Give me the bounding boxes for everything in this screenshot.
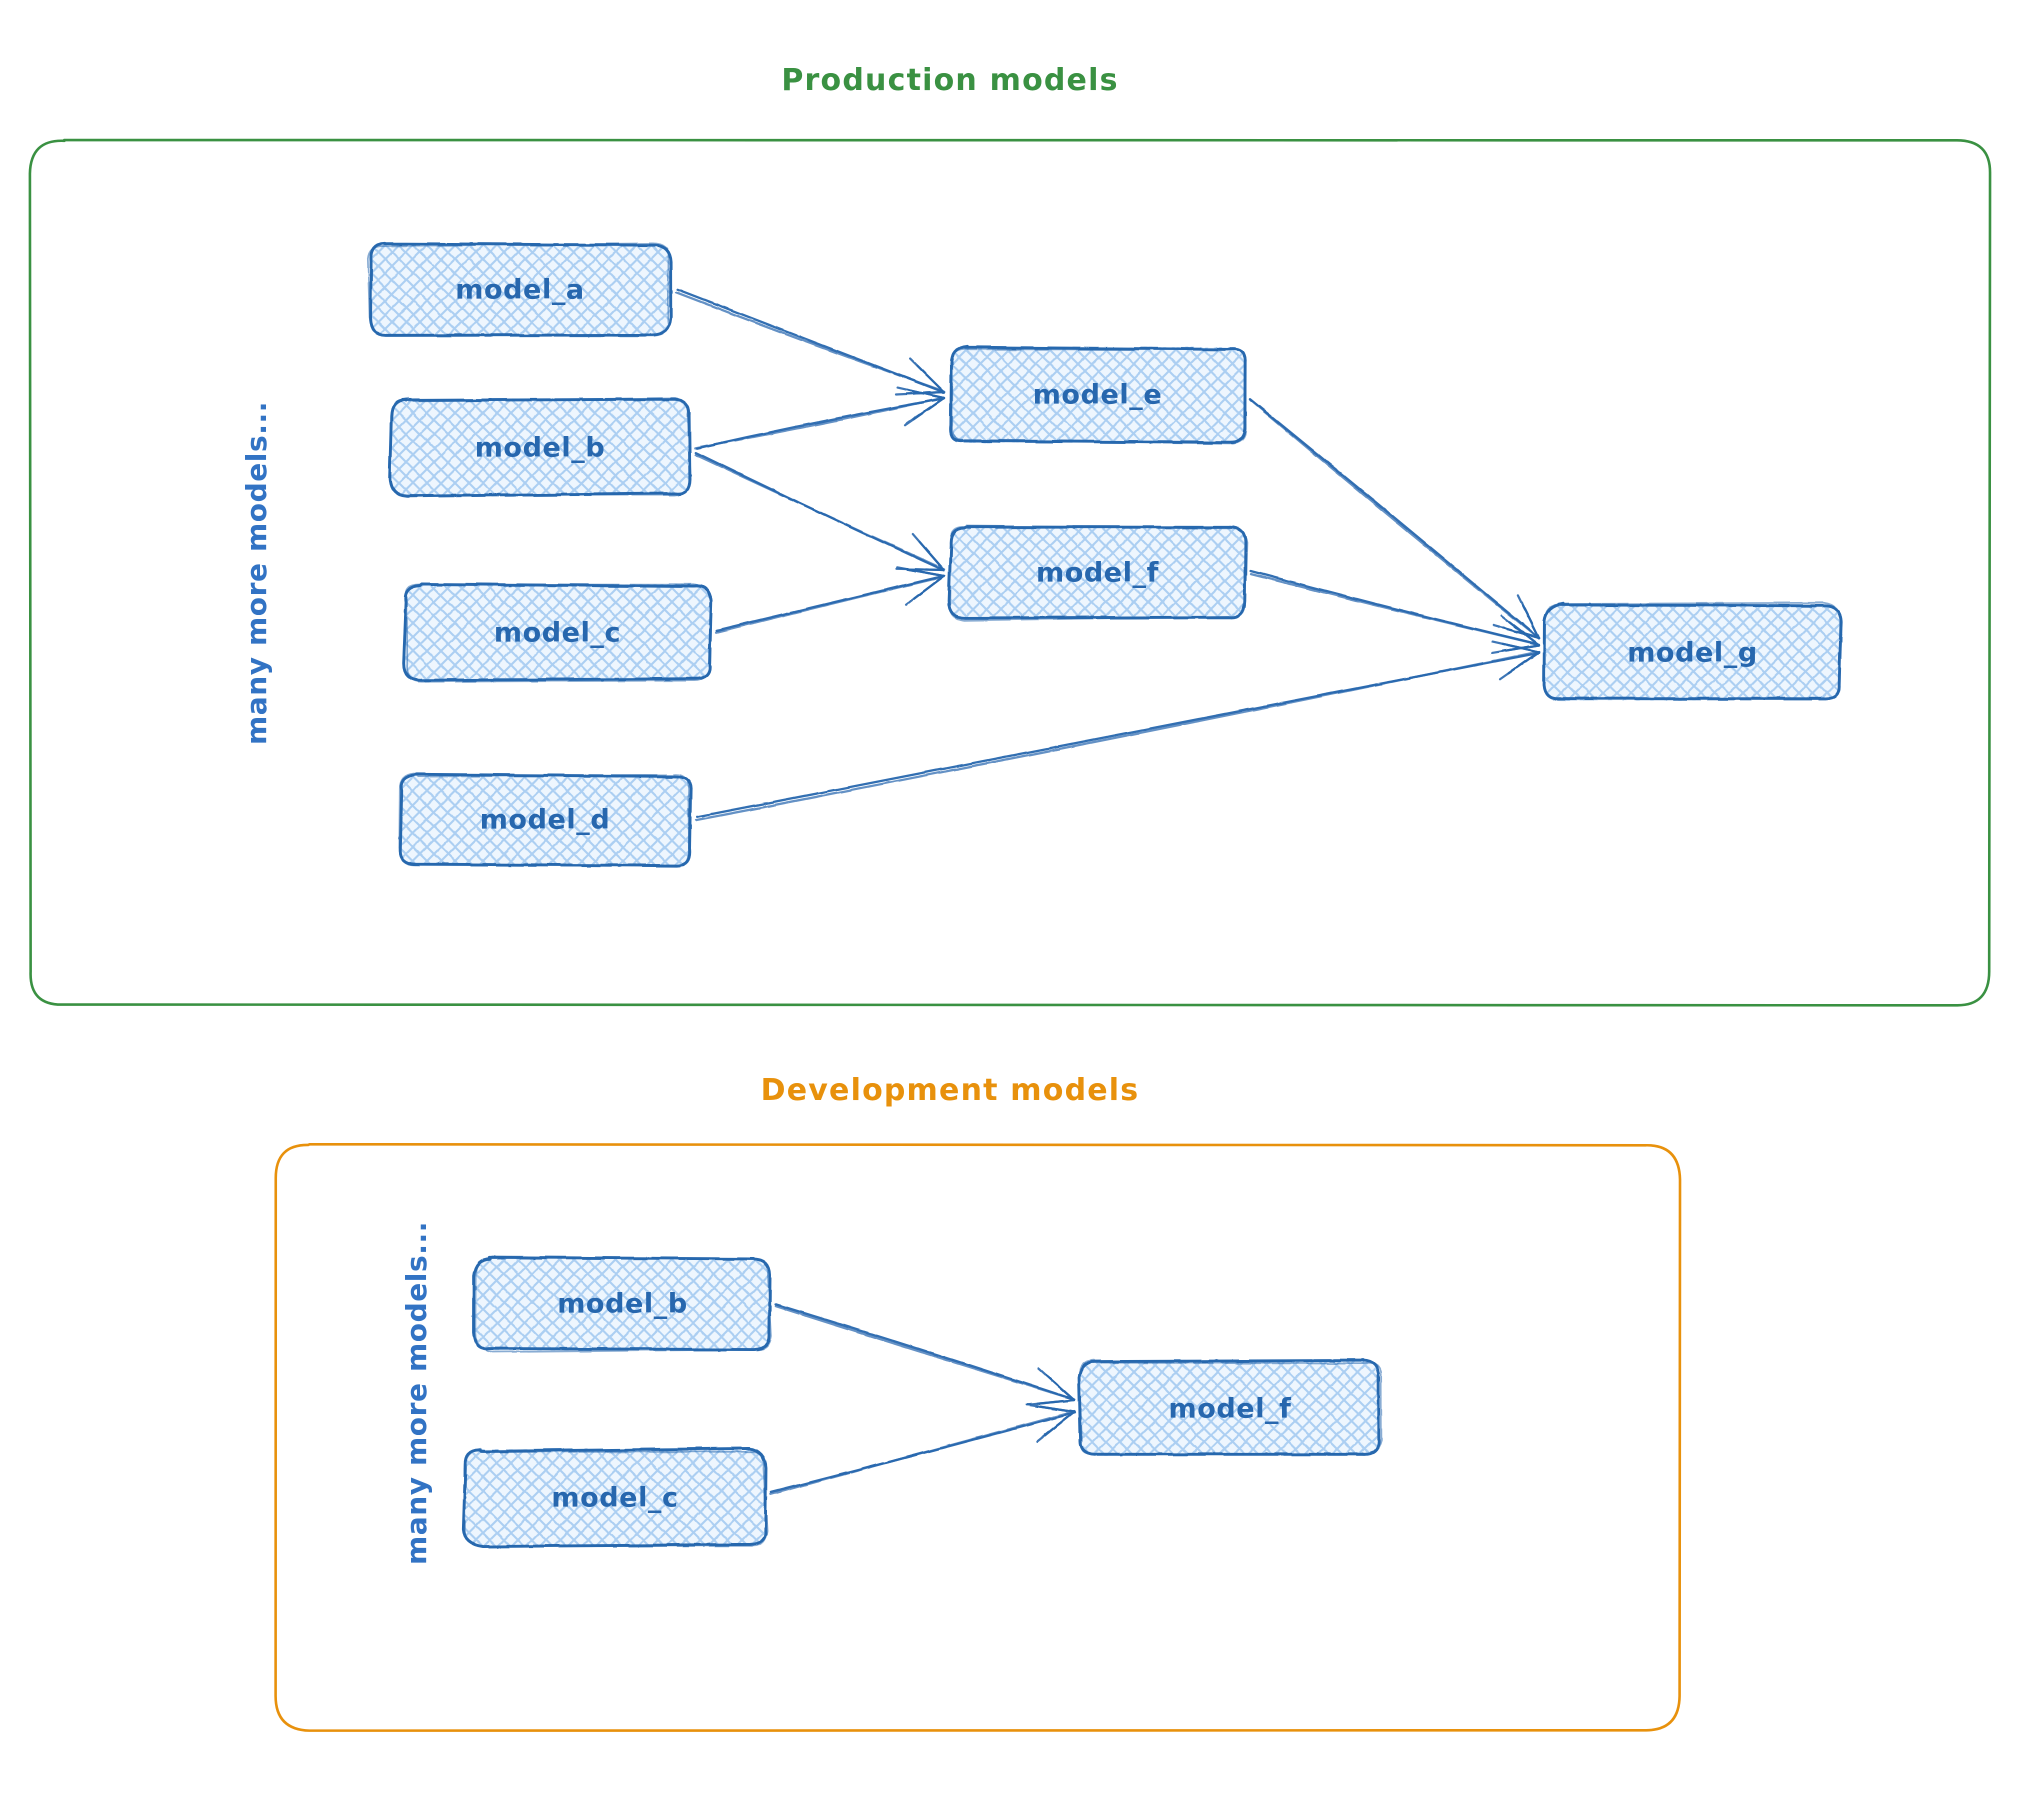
edge-prod_b-to-prod_f [694, 451, 946, 572]
node-prod_a[interactable] [366, 241, 673, 337]
node-prod_g[interactable] [1542, 601, 1843, 702]
edge-dev_c-to-dev_f [769, 1403, 1076, 1496]
group-title-development: Development models [760, 1073, 1140, 1108]
node-dev_f[interactable] [1077, 1359, 1383, 1456]
node-prod_f[interactable] [947, 525, 1248, 622]
node-prod_b[interactable] [388, 397, 692, 498]
node-dev_c[interactable] [461, 1446, 768, 1549]
edge-prod_d-to-prod_g [695, 640, 1541, 822]
edge-dev_b-to-dev_f [774, 1303, 1076, 1406]
edge-prod_b-to-prod_e [694, 386, 946, 450]
node-dev_b[interactable] [472, 1255, 773, 1353]
edge-prod_c-to-prod_f [714, 566, 946, 634]
group-frame-production [28, 138, 1992, 1007]
edge-prod_f-to-prod_g [1249, 569, 1541, 655]
edge-prod_a-to-prod_e [674, 288, 946, 396]
group-title-production: Production models [781, 63, 1119, 98]
edge-prod_e-to-prod_g [1248, 398, 1541, 640]
group-frame-development [274, 1143, 1682, 1732]
side-note-production: many more models... [240, 401, 273, 745]
side-note-development: many more models... [400, 1221, 433, 1565]
node-prod_e[interactable] [949, 344, 1247, 445]
node-prod_d[interactable] [398, 772, 693, 868]
node-prod_c[interactable] [402, 582, 713, 683]
